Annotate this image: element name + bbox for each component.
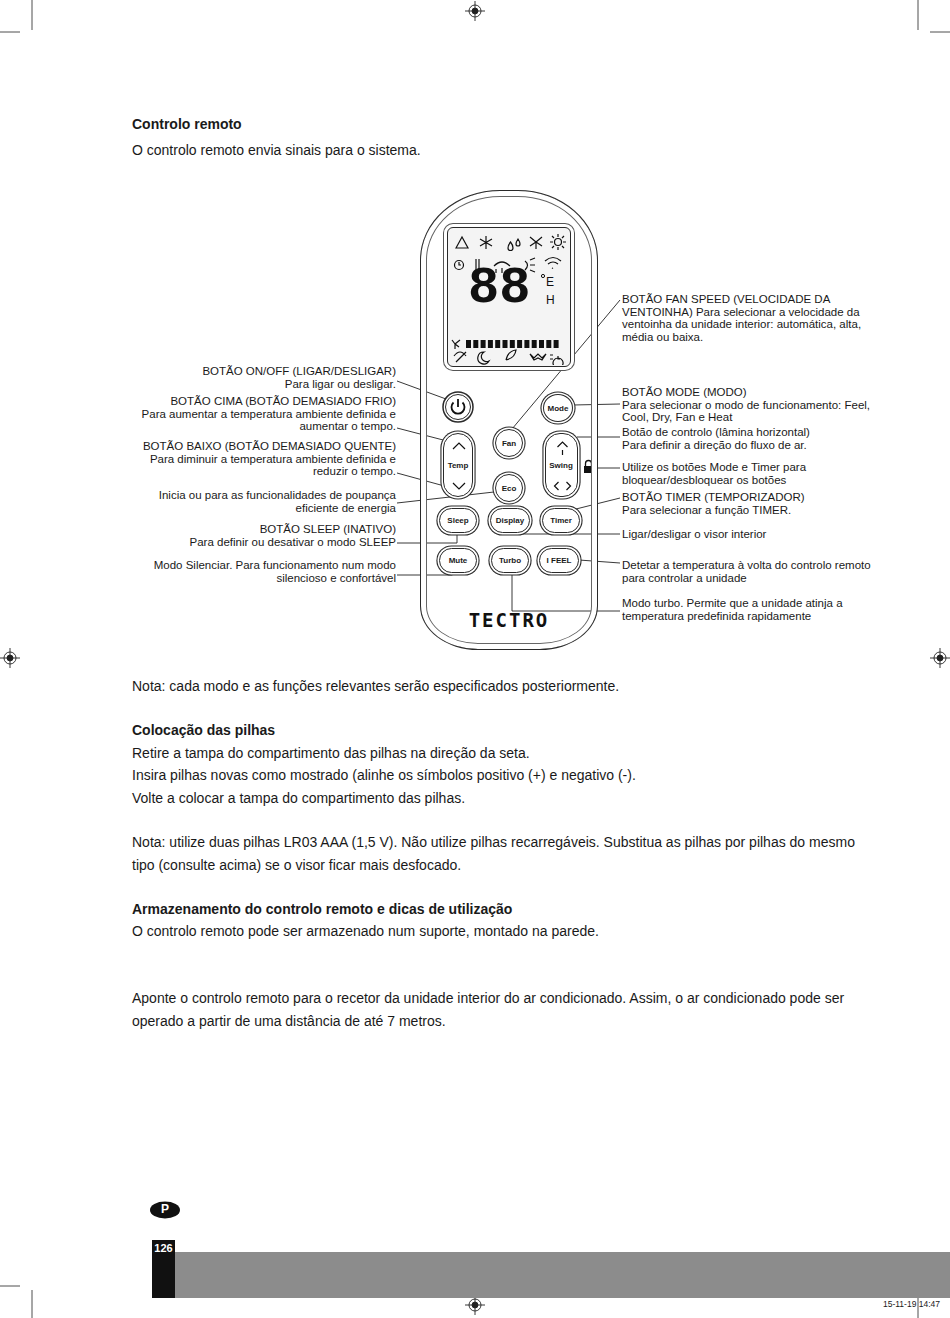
lcd-unit: E [546, 276, 554, 289]
rocker-button: Temp [443, 433, 473, 497]
button-label: Timer [550, 516, 572, 525]
lcd-digits: 88 [468, 262, 530, 316]
lcd-unit: H [546, 294, 555, 307]
brand-logo: TECTRO [421, 609, 597, 631]
body-text: O controlo remoto envia sinais para o si… [132, 139, 852, 162]
callout: Modo turbo. Permite que a unidade atinja… [622, 597, 874, 622]
callout: Inicia ou para as funcionalidades de pou… [130, 489, 396, 514]
rocker-button: Swing [545, 433, 578, 497]
button-label: Turbo [499, 556, 521, 565]
remote-button: Mode [543, 394, 573, 422]
body-text: Volte a colocar a tampa do compartimento… [132, 787, 852, 810]
remote-button: Timer [542, 508, 580, 533]
callout-text: Detetar a temperatura à volta do control… [622, 559, 874, 584]
callout-text: BOTÃO MODE (MODO) [622, 386, 874, 399]
body-text: 15-11-19 14:47 [820, 1299, 940, 1310]
callout-text: Para selecionar o modo de funcionamento:… [622, 399, 874, 424]
callout-text: BOTÃO FAN SPEED (VELOCIDADE DA VENTOINHA… [622, 293, 874, 343]
remote-button: I FEEL [539, 548, 579, 573]
button-label: Sleep [447, 516, 468, 525]
body-text: 126 [152, 1242, 175, 1255]
callout: BOTÃO FAN SPEED (VELOCIDADE DA VENTOINHA… [622, 293, 874, 343]
body-text: Armazenamento do controlo remoto e dicas… [132, 898, 852, 921]
callout-text: Botão de controlo (lâmina horizontal) [622, 426, 874, 439]
callout-text: BOTÃO TIMER (TEMPORIZADOR) [622, 491, 874, 504]
callout: Ligar/desligar o visor interior [622, 528, 874, 541]
callout: Botão de controlo (lâmina horizontal)Par… [622, 426, 874, 451]
callout-text: Ligar/desligar o visor interior [622, 528, 874, 541]
callout-text: Para diminuir a temperatura ambiente def… [130, 453, 396, 478]
lock-icon [584, 461, 593, 474]
callout: BOTÃO ON/OFF (LIGAR/DESLIGAR)Para ligar … [130, 365, 396, 390]
body-text: Nota: utilize duas pilhas LR03 AAA (1,5 … [132, 831, 862, 876]
button-label: I FEEL [547, 556, 572, 565]
body-text: Aponte o controlo remoto para o recetor … [132, 987, 862, 1032]
callout: Detetar a temperatura à volta do control… [622, 559, 874, 584]
body-text: Nota: cada modo e as funções relevantes … [132, 675, 852, 698]
footer-bar [152, 1252, 950, 1298]
remote-button: Turbo [491, 548, 529, 573]
button-label: Mode [548, 404, 569, 413]
button-label: Temp [448, 461, 469, 470]
callout-text: Para definir ou desativar o modo SLEEP [130, 536, 396, 549]
body-text: P [150, 1201, 180, 1218]
callout: BOTÃO MODE (MODO)Para selecionar o modo … [622, 386, 874, 424]
callout: BOTÃO BAIXO (BOTÃO DEMASIADO QUENTE)Para… [130, 440, 396, 478]
callout-text: Modo Silenciar. Para funcionamento num m… [130, 559, 396, 584]
remote-button: Display [490, 508, 530, 533]
button-label: Swing [549, 461, 573, 470]
callout-text: Utilize os botões Mode e Timer para bloq… [622, 461, 874, 486]
button-label: Fan [502, 439, 516, 448]
callout-text: Para ligar ou desligar. [130, 378, 396, 391]
remote-housing: TECTRO 88 EH Fan ModeTemp SwingEcoSleep Displa… [420, 190, 598, 650]
button-label: Display [496, 516, 524, 525]
callout: Utilize os botões Mode e Timer para bloq… [622, 461, 874, 486]
callout-text: Modo turbo. Permite que a unidade atinja… [622, 597, 874, 622]
lcd-display: 88 EH [447, 227, 571, 367]
remote-button: Eco [495, 474, 523, 502]
body-text: O controlo remoto pode ser armazenado nu… [132, 920, 852, 943]
button-label: Eco [502, 484, 517, 493]
remote-button: Fan [495, 429, 523, 457]
page-tab [152, 1240, 175, 1298]
body-text: Colocação das pilhas [132, 719, 852, 742]
callout-text: Inicia ou para as funcionalidades de pou… [130, 489, 396, 514]
callout-text: Para definir a direção do fluxo de ar. [622, 439, 874, 452]
section-title: Controlo remoto [132, 116, 242, 132]
power-button [443, 392, 473, 422]
callout-text: Para aumentar a temperatura ambiente def… [130, 408, 396, 433]
callout: BOTÃO CIMA (BOTÃO DEMASIADO FRIO)Para au… [130, 395, 396, 433]
callout-text: BOTÃO CIMA (BOTÃO DEMASIADO FRIO) [130, 395, 396, 408]
callout-text: Para selecionar a função TIMER. [622, 504, 874, 517]
callout: BOTÃO SLEEP (INATIVO)Para definir ou des… [130, 523, 396, 548]
language-badge [150, 1202, 180, 1219]
button-label: Mute [449, 556, 468, 565]
callout-text: BOTÃO BAIXO (BOTÃO DEMASIADO QUENTE) [130, 440, 396, 453]
body-text: Insira pilhas novas como mostrado (alinh… [132, 764, 852, 787]
remote-button: Mute [439, 548, 477, 573]
callout-text: BOTÃO ON/OFF (LIGAR/DESLIGAR) [130, 365, 396, 378]
callout: Modo Silenciar. Para funcionamento num m… [130, 559, 396, 584]
callout: BOTÃO TIMER (TEMPORIZADOR)Para seleciona… [622, 491, 874, 516]
body-text: Retire a tampa do compartimento das pilh… [132, 742, 852, 765]
remote-button: Sleep [439, 508, 477, 533]
callout-text: BOTÃO SLEEP (INATIVO) [130, 523, 396, 536]
